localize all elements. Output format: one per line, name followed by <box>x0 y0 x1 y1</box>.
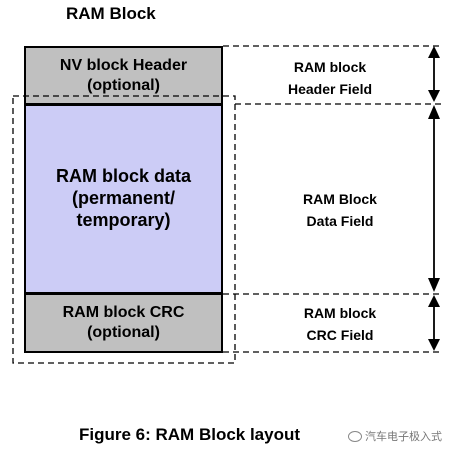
header-field-label: RAM block Header Field <box>240 56 420 100</box>
crc-field-label: RAM block CRC Field <box>250 302 430 346</box>
header-field-line2: Header Field <box>287 81 373 97</box>
figure-caption: Figure 6: RAM Block layout <box>79 425 301 444</box>
ram-block-data-line1: RAM block data <box>55 166 192 187</box>
nv-block-header-line2: (optional) <box>87 76 160 94</box>
ram-block-data: RAM block data (permanent/ temporary) <box>24 104 223 294</box>
header-field-line1: RAM block <box>293 59 367 75</box>
ram-block-crc: RAM block CRC (optional) <box>24 293 223 353</box>
watermark: 汽车电子极入式 <box>348 428 442 444</box>
diagram-title: RAM Block <box>66 4 156 23</box>
ram-block-data-line2: (permanent/ <box>71 188 176 209</box>
ram-block-crc-line1: RAM block CRC <box>62 304 185 322</box>
data-field-line1: RAM Block <box>303 191 377 207</box>
ram-block-crc-line2: (optional) <box>87 324 160 341</box>
header-field-arrow <box>428 46 440 102</box>
data-field-line2: Data Field <box>306 213 374 229</box>
crc-field-arrow <box>428 295 440 351</box>
ram-block-data-line3: temporary) <box>76 209 171 230</box>
crc-field-line2: CRC Field <box>306 327 374 343</box>
ram-block-dashed-frame <box>12 95 236 364</box>
crc-field-line1: RAM block <box>303 305 377 321</box>
wechat-icon <box>348 430 362 442</box>
nv-block-header-line1: NV block Header <box>59 56 188 74</box>
data-field-label: RAM Block Data Field <box>250 188 430 232</box>
watermark-text: 汽车电子极入式 <box>365 431 442 443</box>
data-field-arrow <box>428 105 440 292</box>
